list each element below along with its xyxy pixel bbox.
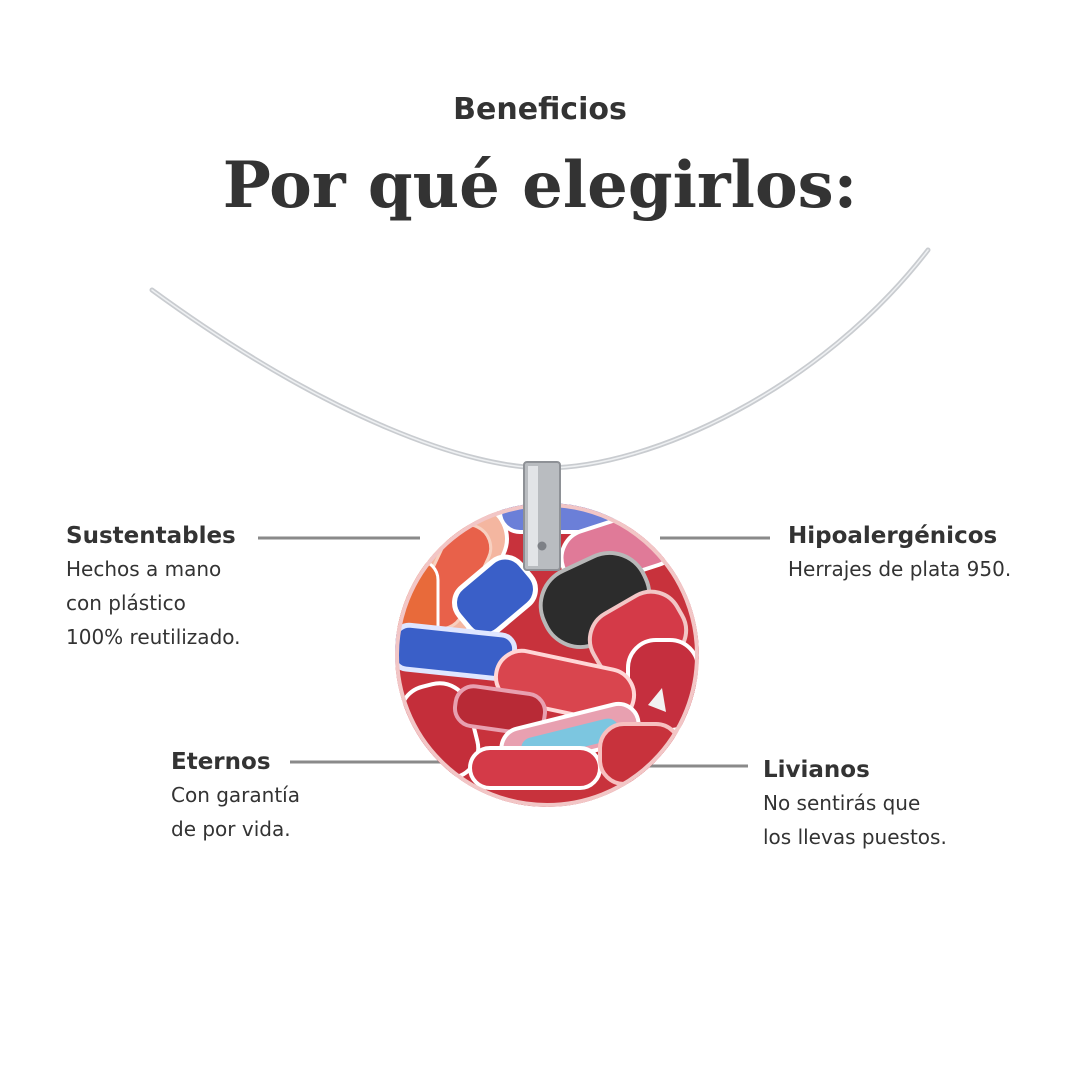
feature-hipoalergenicos: Hipoalergénicos Herrajes de plata 950.	[788, 520, 1011, 586]
feature-title: Eternos	[171, 749, 271, 775]
feature-text-line: Herrajes de plata 950.	[788, 557, 1012, 581]
necklace-wire	[149, 247, 931, 471]
section-eyebrow: Beneficios	[453, 92, 627, 127]
necklace-wire-highlight	[151, 249, 929, 469]
feature-sustentables: Sustentables Hechos a mano con plástico …	[66, 520, 241, 654]
feature-title: Livianos	[763, 757, 870, 783]
silver-bail	[523, 461, 561, 571]
feature-text-line: 100% reutilizado.	[66, 625, 241, 649]
feature-title: Hipoalergénicos	[788, 523, 998, 549]
feature-text-line: No sentirás que	[763, 791, 921, 815]
page-title: Por qué elegirlos:	[222, 148, 858, 223]
feature-text-line: Con garantía	[171, 783, 300, 807]
feature-livianos: Livianos No sentirás que los llevas pues…	[763, 754, 947, 854]
feature-text-line: de por vida.	[171, 817, 291, 841]
feature-title: Sustentables	[66, 523, 236, 549]
feature-text-line: con plástico	[66, 591, 186, 615]
feature-eternos: Eternos Con garantía de por vida.	[171, 746, 300, 846]
feature-text-line: los llevas puestos.	[763, 825, 947, 849]
feature-text-line: Hechos a mano	[66, 557, 222, 581]
